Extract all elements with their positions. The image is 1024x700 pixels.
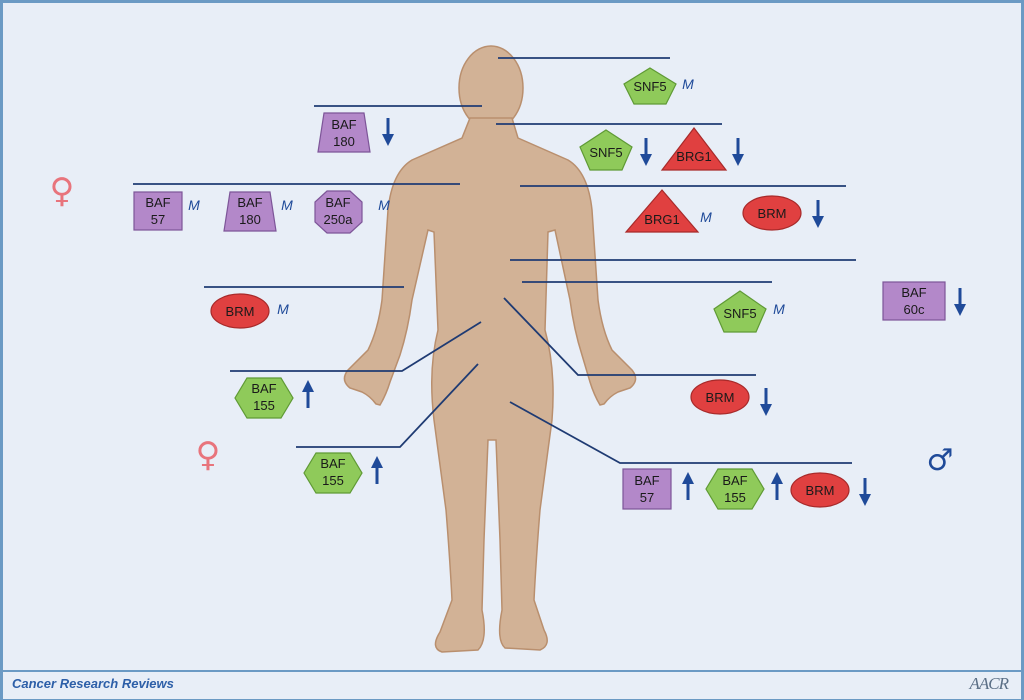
snf5-mid-group: SNF5 M [713, 290, 785, 333]
snf5-brg1-group: SNF5 BRG1 [579, 127, 744, 171]
left-row3-group: BAF 57 M BAF 180 M BAF 250a M [133, 190, 390, 234]
brg1-label: BRG1 [676, 149, 711, 164]
baf60c-square [882, 281, 946, 321]
baf250a-octagon [314, 190, 363, 234]
baf250a-label-line1: BAF [325, 195, 350, 210]
brm-label: BRM [806, 483, 835, 498]
brg1-triangle [660, 127, 728, 171]
baf57-label-line1: BAF [634, 473, 659, 488]
brm-label: BRM [706, 390, 735, 405]
snf5-pentagon [623, 67, 677, 105]
baf57-label-line2: 57 [640, 490, 654, 505]
bottom-right-group: BAF 57 BAF 155 BRM [622, 468, 871, 510]
baf155-label-line1: BAF [320, 456, 345, 471]
mutation-mark: M [682, 76, 694, 92]
baf180-label-line1: BAF [331, 117, 356, 132]
aacr-logo: AACR [969, 674, 1009, 693]
male-symbol: ♂ [927, 443, 954, 478]
connector-lines [133, 57, 856, 464]
female-symbol-lower: ♀ [196, 435, 221, 475]
brg1-brm-group: BRG1 M BRM [624, 189, 824, 233]
baf180-trapezoid [223, 191, 277, 232]
snf5-label: SNF5 [589, 145, 622, 160]
brg1-label: BRG1 [644, 212, 679, 227]
mutation-mark: M [277, 301, 289, 317]
mutation-mark: M [378, 197, 390, 213]
baf155-label-line2: 155 [253, 398, 275, 413]
brg1-triangle [624, 189, 700, 233]
baf60c-label-line2: 60c [904, 302, 925, 317]
brm-right-group: BRM [690, 379, 772, 416]
baf57-square [622, 468, 672, 510]
mutation-mark: M [700, 209, 712, 225]
brm-label: BRM [758, 206, 787, 221]
baf155-left2-group: BAF 155 [303, 452, 383, 494]
baf180-trapezoid [317, 112, 371, 153]
brm-ellipse [210, 293, 270, 329]
baf180-label-line1: BAF [237, 195, 262, 210]
snf5-pentagon [713, 290, 767, 333]
mutation-mark: M [188, 197, 200, 213]
baf155-left1-group: BAF 155 [234, 377, 314, 419]
baf155-label-line2: 155 [322, 473, 344, 488]
baf57-square [133, 191, 183, 231]
brm-label: BRM [226, 304, 255, 319]
journal-title: Cancer Research Reviews [12, 676, 174, 691]
snf5-pentagon [579, 129, 633, 171]
baf57-label-line2: 57 [151, 212, 165, 227]
baf60c-group: BAF 60c [882, 281, 966, 321]
mutation-mark: M [773, 301, 785, 317]
brm-ellipse [790, 472, 850, 508]
human-body-silhouette [343, 45, 637, 653]
baf155-hexagon [303, 452, 363, 494]
baf155-hexagon [705, 468, 765, 510]
footer-bar [3, 670, 1021, 699]
baf155-label-line1: BAF [251, 381, 276, 396]
snf5-label: SNF5 [633, 79, 666, 94]
baf180-upper-group: BAF 180 [317, 112, 394, 153]
baf250a-label-line2: 250a [324, 212, 354, 227]
brm-left-group: BRM M [210, 293, 289, 329]
baf155-label-line1: BAF [722, 473, 747, 488]
brm-ellipse [742, 195, 802, 231]
baf155-label-line2: 155 [724, 490, 746, 505]
mutation-mark: M [281, 197, 293, 213]
snf5-label: SNF5 [723, 306, 756, 321]
brm-ellipse [690, 379, 750, 415]
snf5-top-group: SNF5 M [623, 67, 694, 105]
female-symbol-left: ♀ [50, 171, 75, 211]
baf155-hexagon [234, 377, 294, 419]
baf180-label-line2: 180 [333, 134, 355, 149]
baf57-label-line1: BAF [145, 195, 170, 210]
baf180-label-line2: 180 [239, 212, 261, 227]
baf60c-label-line1: BAF [901, 285, 926, 300]
